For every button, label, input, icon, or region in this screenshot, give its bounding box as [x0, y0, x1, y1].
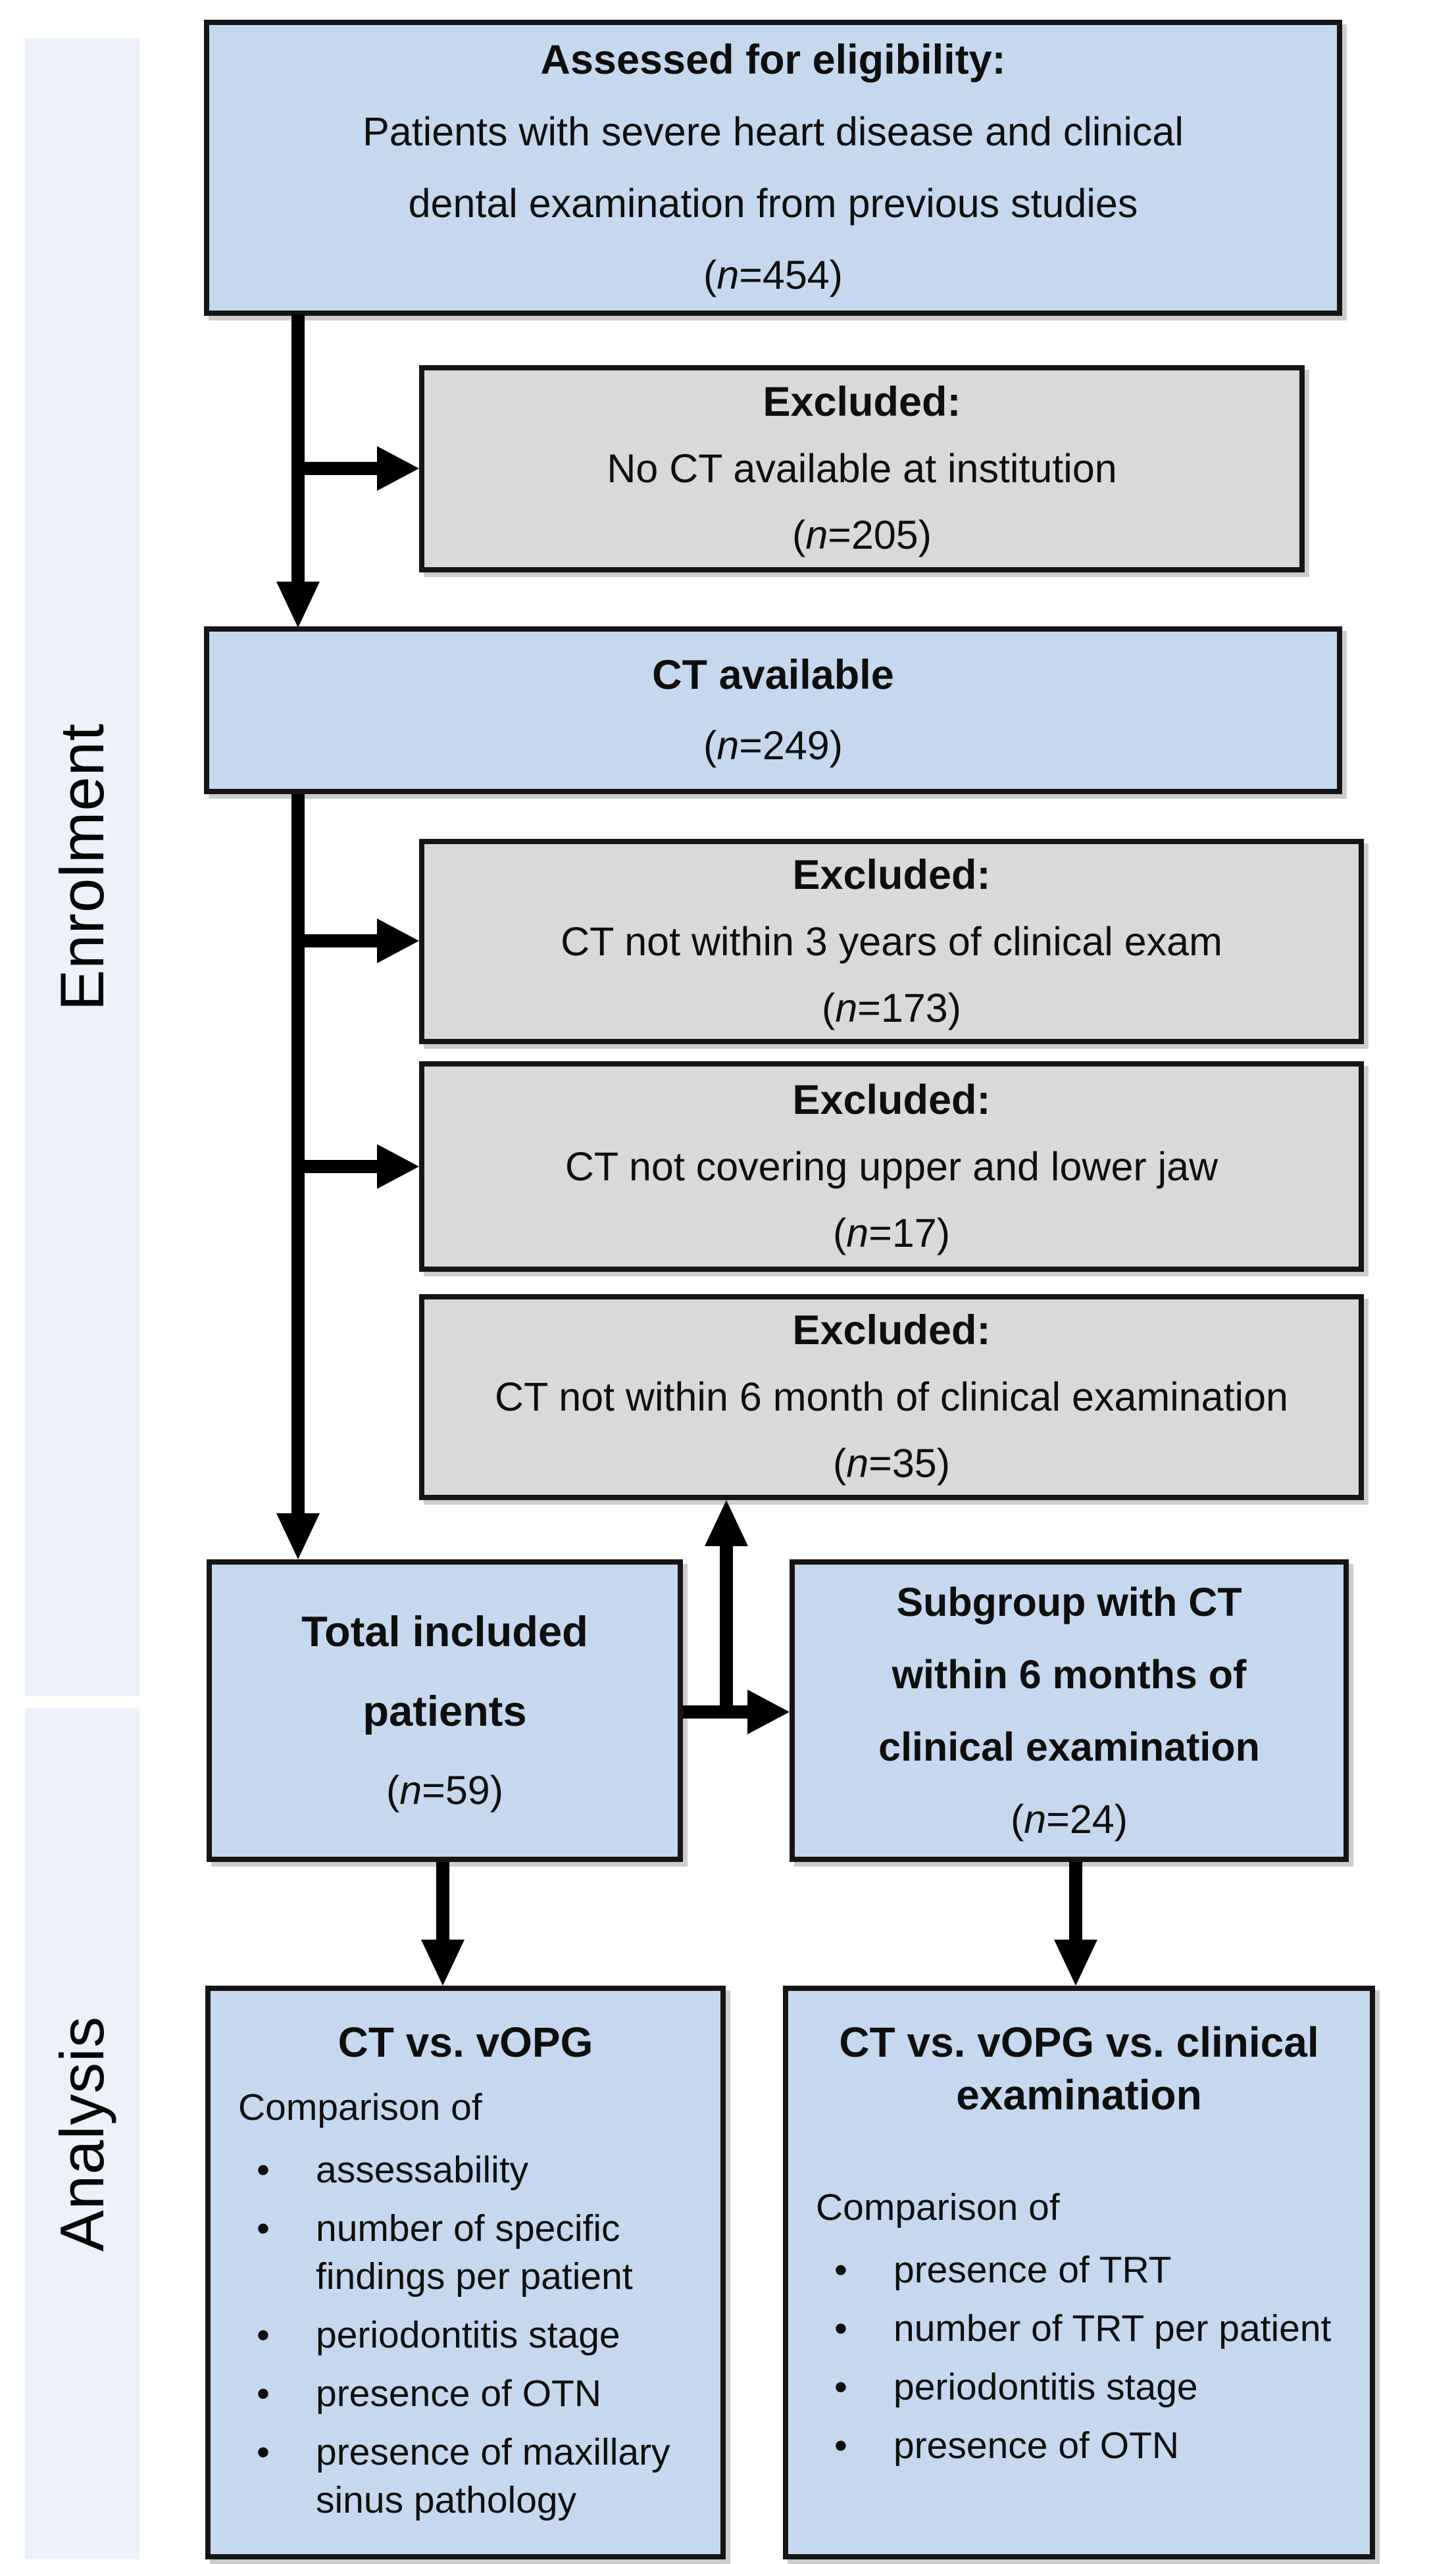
- arrow-branch-excluded3-head: [377, 1144, 419, 1189]
- subgroup-line3: clinical examination: [878, 1724, 1260, 1769]
- enrolment-phase-strip: Enrolment: [25, 38, 139, 1696]
- enrolment-phase-label: Enrolment: [47, 723, 116, 1011]
- assessed-heading: Assessed for eligibility:: [540, 37, 1006, 83]
- total-included-line2: patients: [363, 1686, 527, 1735]
- excluded-not-6-month-reason: CT not within 6 month of clinical examin…: [495, 1374, 1288, 1419]
- excluded-not-covering-box: Excluded: CT not covering upper and lowe…: [419, 1061, 1364, 1272]
- list-item: periodontitis stage: [816, 2363, 1342, 2411]
- excluded-not-covering-reason: CT not covering upper and lower jaw: [565, 1144, 1218, 1189]
- list-item: presence of TRT: [816, 2246, 1342, 2294]
- excluded-no-ct-reason: No CT available at institution: [607, 446, 1117, 491]
- arrow-assessed-to-ct-shaft: [291, 314, 305, 583]
- analysis-ct-vopg-clinical-heading: CT vs. vOPG vs. clinical examination: [839, 2019, 1319, 2119]
- analysis-phase-label: Analysis: [47, 2015, 116, 2252]
- excluded-not-3-years-reason: CT not within 3 years of clinical exam: [561, 918, 1222, 964]
- list-item: assessability: [238, 2146, 693, 2194]
- analysis-ct-vopg-clinical-list: presence of TRT number of TRT per patien…: [816, 2236, 1342, 2470]
- analysis-ct-vopg-clinical-intro: Comparison of: [816, 2186, 1060, 2228]
- total-included-line1: Total included: [301, 1607, 588, 1655]
- analysis-ct-vopg-box: CT vs. vOPG Comparison of assessability …: [205, 1986, 726, 2559]
- excluded-not-6-month-heading: Excluded:: [792, 1307, 991, 1353]
- ct-available-heading: CT available: [652, 651, 894, 698]
- excluded-no-ct-heading: Excluded:: [763, 379, 961, 425]
- analysis-ct-vopg-clinical-box: CT vs. vOPG vs. clinical examination Com…: [783, 1986, 1375, 2559]
- excluded-not-3-years-heading: Excluded:: [792, 851, 991, 898]
- arrow-subgroup-to-analysis-head: [1054, 1940, 1097, 1986]
- arrow-ct-to-total-shaft: [291, 794, 305, 1515]
- arrow-branch-excluded2-head: [377, 918, 419, 963]
- list-item: periodontitis stage: [238, 2311, 693, 2359]
- ct-available-box: CT available (n=249): [204, 626, 1342, 794]
- arrow-total-to-subgroup-head: [747, 1690, 790, 1734]
- analysis-ct-vopg-heading: CT vs. vOPG: [338, 2019, 593, 2066]
- arrow-subgroup-to-analysis-shaft: [1069, 1862, 1082, 1941]
- arrow-up-to-excluded4-shaft: [720, 1544, 733, 1719]
- arrow-branch-excluded3-shaft: [298, 1160, 380, 1173]
- excluded-not-3-years-box: Excluded: CT not within 3 years of clini…: [419, 839, 1364, 1044]
- arrow-branch-excluded1-head: [377, 446, 419, 491]
- arrow-ct-to-total-head: [276, 1513, 320, 1559]
- analysis-ct-vopg-list: assessability number of specific finding…: [238, 2136, 693, 2525]
- list-item: presence of OTN: [816, 2422, 1342, 2470]
- total-included-count: (n=59): [386, 1767, 504, 1813]
- ct-available-count: (n=249): [703, 722, 843, 768]
- list-item: presence of maxillary sinus pathology: [238, 2428, 693, 2525]
- excluded-not-6-month-count: (n=35): [832, 1441, 951, 1486]
- subgroup-line2: within 6 months of: [891, 1652, 1247, 1697]
- excluded-not-covering-count: (n=17): [832, 1210, 951, 1255]
- subgroup-box: Subgroup with CT within 6 months of clin…: [790, 1559, 1349, 1862]
- excluded-no-ct-box: Excluded: No CT available at institution…: [419, 365, 1305, 572]
- assessed-count: (n=454): [703, 253, 843, 297]
- arrow-total-to-subgroup-shaft: [683, 1705, 749, 1719]
- analysis-ct-vopg-intro: Comparison of: [238, 2086, 482, 2128]
- total-included-box: Total included patients (n=59): [207, 1559, 683, 1862]
- list-item: number of specific findings per patient: [238, 2205, 693, 2301]
- assessed-line1: Patients with severe heart disease and c…: [363, 109, 1184, 154]
- arrow-assessed-to-ct-head: [276, 582, 320, 628]
- arrow-up-to-excluded4-head: [705, 1500, 748, 1546]
- analysis-phase-strip: Analysis: [25, 1708, 139, 2559]
- list-item: number of TRT per patient: [816, 2305, 1342, 2353]
- excluded-not-3-years-count: (n=173): [822, 985, 961, 1030]
- subgroup-count: (n=24): [1010, 1797, 1128, 1842]
- excluded-no-ct-count: (n=205): [792, 513, 932, 557]
- excluded-not-covering-heading: Excluded:: [792, 1076, 991, 1123]
- subgroup-line1: Subgroup with CT: [896, 1580, 1242, 1624]
- excluded-not-6-month-box: Excluded: CT not within 6 month of clini…: [419, 1294, 1364, 1500]
- arrow-branch-excluded1-shaft: [298, 462, 380, 475]
- arrow-branch-excluded2-shaft: [298, 934, 380, 947]
- assessed-box: Assessed for eligibility: Patients with …: [204, 20, 1342, 316]
- list-item: presence of OTN: [238, 2370, 693, 2418]
- arrow-total-to-analysis-shaft: [436, 1862, 449, 1941]
- assessed-line2: dental examination from previous studies: [408, 181, 1138, 226]
- arrow-total-to-analysis-head: [421, 1940, 464, 1986]
